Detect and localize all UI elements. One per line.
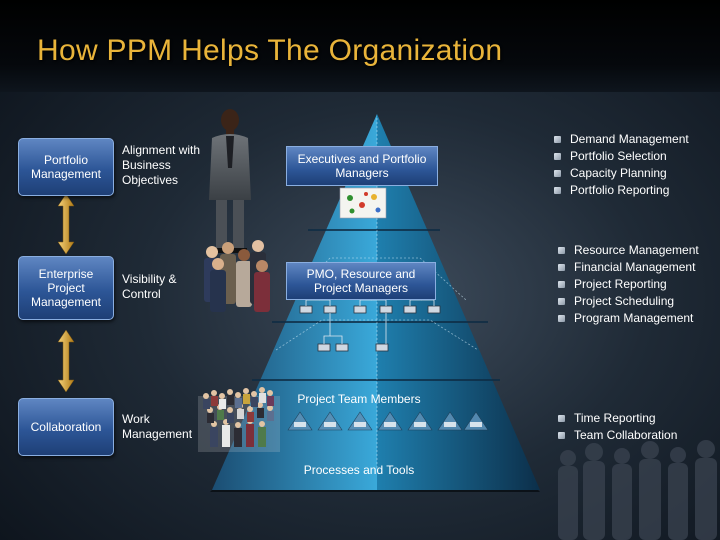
bullet-icon bbox=[554, 136, 561, 143]
bullet-icon bbox=[558, 315, 565, 322]
pyramid-label-pmo: PMO, Resource and Project Managers bbox=[286, 262, 436, 300]
bullet-icon bbox=[554, 153, 561, 160]
level-box-label: Collaboration bbox=[30, 420, 102, 434]
list-item: Team Collaboration bbox=[558, 427, 677, 444]
level-box-label: Portfolio Management bbox=[30, 153, 102, 181]
bullet-icon bbox=[554, 187, 561, 194]
bullet-icon bbox=[558, 432, 565, 439]
bullet-icon bbox=[558, 281, 565, 288]
arrow-epm-to-collaboration-icon bbox=[57, 329, 75, 393]
level-label-alignment: Alignment with Business Objectives bbox=[122, 143, 201, 187]
level-box-portfolio-management: Portfolio Management bbox=[18, 138, 114, 196]
list-item: Time Reporting bbox=[558, 410, 677, 427]
bullet-icon bbox=[554, 170, 561, 177]
crowd-silhouettes bbox=[558, 440, 717, 540]
list-item: Program Management bbox=[558, 310, 699, 327]
title-band bbox=[0, 0, 720, 92]
pyramid-right-face bbox=[377, 114, 540, 490]
bullet-icon bbox=[558, 415, 565, 422]
level-box-label: Enterprise Project Management bbox=[30, 267, 102, 309]
bullet-icon bbox=[558, 298, 565, 305]
pyramid-label-executives: Executives and Portfolio Managers bbox=[286, 146, 438, 186]
arrow-portfolio-to-epm-icon bbox=[57, 193, 75, 255]
manager-group bbox=[204, 240, 270, 312]
list-item: Project Reporting bbox=[558, 276, 699, 293]
pyramid-label-processes-tools: Processes and Tools bbox=[303, 463, 415, 477]
list-item: Demand Management bbox=[554, 131, 689, 148]
benefit-list-epm: Resource Management Financial Management… bbox=[558, 242, 699, 327]
list-item: Capacity Planning bbox=[554, 165, 689, 182]
dashboard-thumbnail bbox=[339, 187, 387, 219]
benefit-list-portfolio: Demand Management Portfolio Selection Ca… bbox=[554, 131, 689, 199]
list-item: Portfolio Selection bbox=[554, 148, 689, 165]
executive-figure bbox=[209, 109, 251, 253]
list-item: Resource Management bbox=[558, 242, 699, 259]
level-label-visibility: Visibility & Control bbox=[122, 272, 177, 301]
level-label-work-management: Work Management bbox=[122, 412, 193, 441]
level-box-collaboration: Collaboration bbox=[18, 398, 114, 456]
level-box-enterprise-project-management: Enterprise Project Management bbox=[18, 256, 114, 320]
bullet-icon bbox=[558, 264, 565, 271]
list-item: Project Scheduling bbox=[558, 293, 699, 310]
list-item: Financial Management bbox=[558, 259, 699, 276]
slide-title: How PPM Helps The Organization bbox=[37, 34, 503, 67]
bullet-icon bbox=[558, 247, 565, 254]
pyramid-label-team-members: Project Team Members bbox=[297, 392, 421, 406]
list-item: Portfolio Reporting bbox=[554, 182, 689, 199]
benefit-list-collaboration: Time Reporting Team Collaboration bbox=[558, 410, 677, 444]
team-crowd bbox=[198, 387, 280, 452]
